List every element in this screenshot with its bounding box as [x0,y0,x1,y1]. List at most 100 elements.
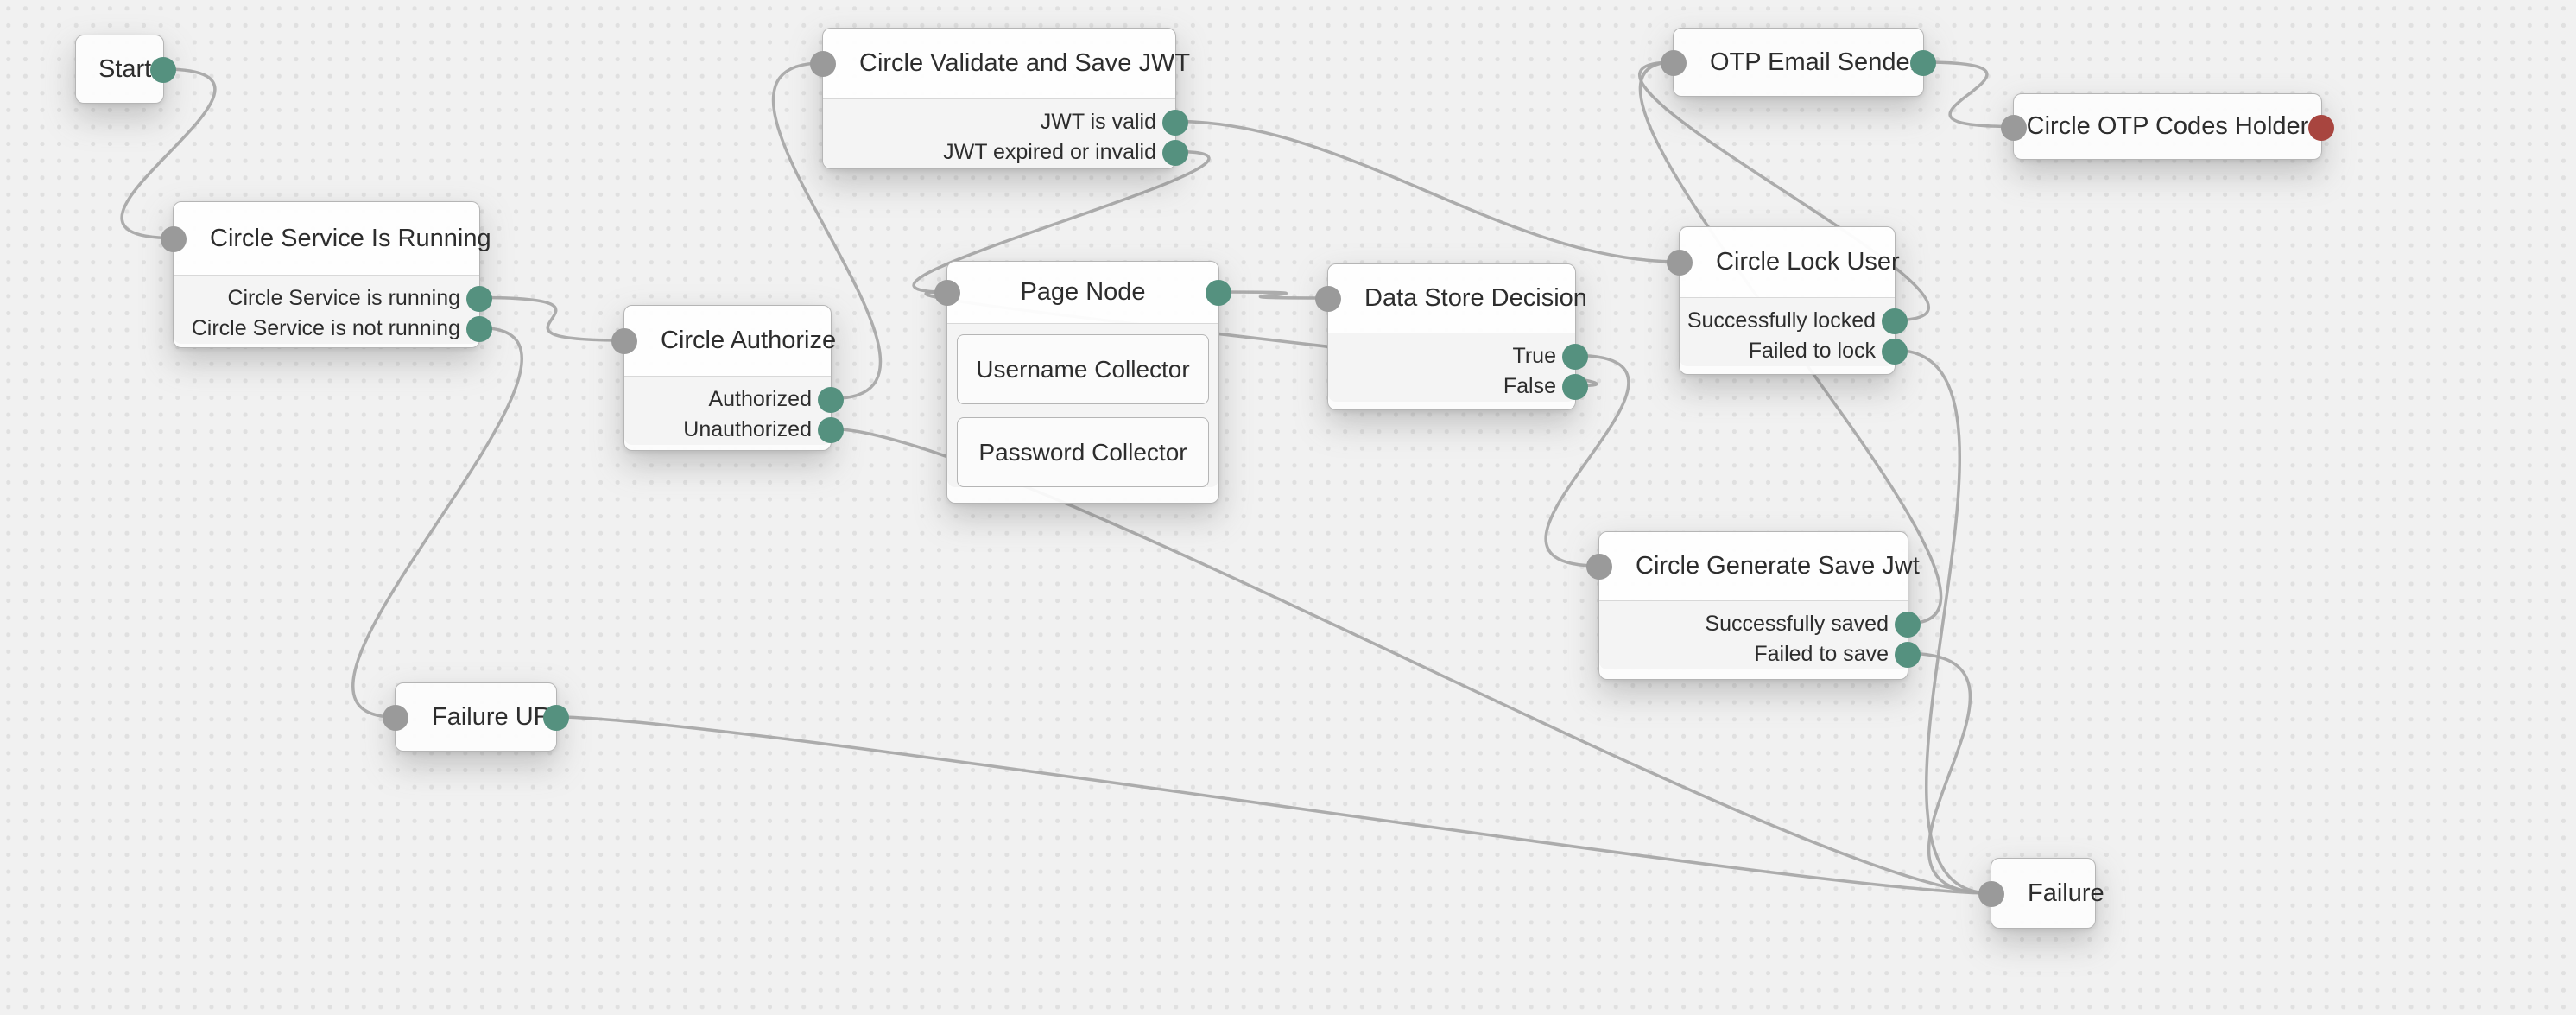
input-port[interactable] [1586,554,1612,580]
node-header: Circle Authorize [624,306,836,377]
outcome-label: Unauthorized [683,417,812,441]
node-title: Failure [2028,879,2104,907]
edge-otp-holder [1923,60,2014,129]
edge-dsd-cgsj [1544,353,1630,568]
node-header: Circle Lock User [1680,227,1900,298]
page-child-node[interactable]: Username Collector [957,334,1209,404]
input-port[interactable] [810,51,836,77]
node-header: Circle Service Is Running [174,202,491,276]
outcome-row: Successfully locked [1680,306,1908,336]
node-title: Start [98,54,152,83]
unconnected-outcome-port[interactable] [2308,114,2334,141]
node-title: Circle Validate and Save JWT [859,49,1191,77]
outcome-port[interactable] [1882,308,1908,334]
node-header: Page Node [947,262,1218,324]
node-title: Page Node [1020,278,1146,306]
outcome-label: Successfully locked [1687,308,1876,333]
node-holder[interactable]: Circle OTP Codes Holder [2001,93,2334,160]
outcome-row: Circle Service is not running [174,314,492,344]
outcome-port[interactable] [818,386,844,413]
node-title: Circle Generate Save Jwt [1636,552,1920,580]
edge-ca-cvsj [771,61,883,401]
edge-cvsj-page [912,149,1211,294]
edge-cgsj-fail [1908,651,1991,895]
outcome-port[interactable] [1895,641,1921,668]
edge-start-csir [120,67,217,240]
outcome-row: Failed to lock [1680,336,1908,366]
node-furl[interactable]: Failure URL [383,682,569,752]
input-port[interactable] [161,225,187,252]
node-title: Circle Authorize [661,327,837,354]
outcome-port[interactable] [1562,373,1588,400]
node-title: OTP Email Sender [1710,48,1919,76]
outcome-port[interactable] [818,416,844,443]
input-port[interactable] [383,705,408,731]
node-otp[interactable]: OTP Email Sender [1661,28,1936,97]
input-port[interactable] [934,280,960,306]
outcome-row: Circle Service is running [174,283,492,314]
input-port[interactable] [1661,50,1687,76]
outcome-label: Failed to save [1754,642,1889,666]
outcome-port[interactable] [1162,139,1188,166]
node-header: Circle Validate and Save JWT [823,29,1190,99]
node-start[interactable]: Start [75,35,176,104]
outcome-port[interactable] [1910,50,1936,76]
outcome-port[interactable] [1162,109,1188,136]
input-port[interactable] [1667,250,1693,276]
outcome-label: Failed to lock [1748,339,1876,363]
page-child-node[interactable]: Password Collector [957,417,1209,487]
outcome-label: Authorized [708,387,812,411]
node-title: Failure URL [432,702,566,731]
page-child-label: Password Collector [978,438,1187,466]
input-port[interactable] [1315,286,1341,312]
outcome-port[interactable] [1206,280,1231,306]
outcome-label: Circle Service is running [227,286,460,310]
outcome-label: Circle Service is not running [191,316,460,340]
outcome-label: True [1512,344,1556,368]
outcome-row: True [1328,341,1588,371]
outcome-port[interactable] [150,57,176,83]
outcome-port[interactable] [1882,338,1908,365]
input-port[interactable] [611,328,637,354]
node-fail[interactable]: Failure [1978,858,2104,929]
input-port[interactable] [1978,881,2004,907]
outcome-row: Failed to save [1599,639,1921,669]
outcome-label: JWT is valid [1040,110,1156,134]
outcome-row: False [1328,371,1588,402]
edge-furl-fail [556,715,1991,895]
outcome-port[interactable] [466,285,492,312]
edge-page-dsd [1218,290,1328,300]
outcome-port[interactable] [466,315,492,342]
node-cvsj[interactable]: Circle Validate and Save JWT JWT is valid… [810,28,1190,169]
outcome-row: JWT expired or invalid [823,137,1188,168]
edge-cvsj-clu [1175,119,1680,263]
outcome-port[interactable] [1895,611,1921,638]
node-title: Circle Service Is Running [210,224,491,252]
input-port[interactable] [2001,114,2027,141]
node-header: Data Store Decision [1328,264,1587,333]
outcome-label: Successfully saved [1705,612,1889,636]
outcome-port[interactable] [543,705,569,731]
outcome-row: Authorized [624,384,844,415]
outcome-label: JWT expired or invalid [943,140,1156,164]
outcome-row: Successfully saved [1599,609,1921,639]
edge-clu-otp [1638,60,1930,322]
node-header: Circle Generate Save Jwt [1599,532,1920,601]
outcome-port[interactable] [1562,343,1588,370]
edge-clu-fail [1895,348,1991,895]
outcome-row: JWT is valid [823,107,1188,137]
